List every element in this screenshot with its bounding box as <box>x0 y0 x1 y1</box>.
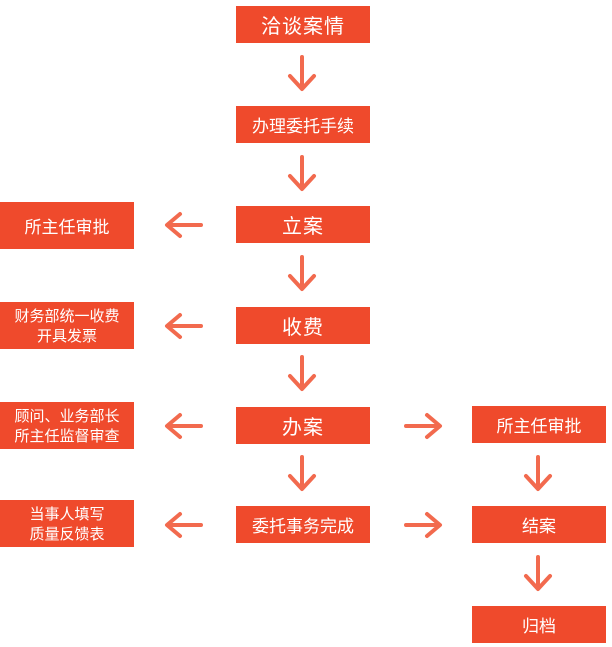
arrow-down-icon <box>523 555 553 593</box>
arrow-down-icon <box>287 355 317 393</box>
step-consult-case-label: 洽谈案情 <box>261 14 345 38</box>
left-director-approval-label: 所主任审批 <box>24 218 110 238</box>
arrow-down-icon <box>523 455 553 493</box>
arrow-down-icon <box>287 255 317 293</box>
right-archive-label: 归档 <box>522 617 556 637</box>
arrow-down-icon <box>287 55 317 93</box>
right-director-approval: 所主任审批 <box>472 406 606 443</box>
left-supervision: 顾问、业务部长 所主任监督审查 <box>0 402 134 449</box>
left-supervision-line2: 所主任监督审查 <box>14 426 120 445</box>
step-commission-complete-label: 委托事务完成 <box>252 517 354 537</box>
right-close-case-label: 结案 <box>522 517 556 537</box>
step-handle-case: 办案 <box>236 407 370 444</box>
left-feedback-line2: 质量反馈表 <box>29 524 105 543</box>
step-consult-case: 洽谈案情 <box>236 6 370 43</box>
step-handle-case-label: 办案 <box>282 415 324 439</box>
arrow-left-icon <box>164 412 204 440</box>
step-register-case-label: 立案 <box>282 214 324 238</box>
left-quality-feedback: 当事人填写 质量反馈表 <box>0 500 134 547</box>
arrow-down-icon <box>287 455 317 493</box>
step-register-case: 立案 <box>236 206 370 243</box>
step-commission-complete: 委托事务完成 <box>236 506 370 543</box>
left-finance-line2: 开具发票 <box>36 326 97 345</box>
left-feedback-line1: 当事人填写 <box>29 504 105 523</box>
left-supervision-line1: 顾问、业务部长 <box>14 406 120 425</box>
arrow-left-icon <box>164 312 204 340</box>
right-close-case: 结案 <box>472 506 606 543</box>
arrow-right-icon <box>403 511 443 539</box>
left-director-approval: 所主任审批 <box>0 202 134 249</box>
right-archive: 归档 <box>472 606 606 643</box>
arrow-down-icon <box>287 155 317 193</box>
step-charge-fee-label: 收费 <box>282 315 324 339</box>
left-finance-invoice: 财务部统一收费 开具发票 <box>0 302 134 349</box>
step-charge-fee: 收费 <box>236 307 370 344</box>
arrow-left-icon <box>164 511 204 539</box>
right-director-approval-label: 所主任审批 <box>496 417 582 437</box>
arrow-right-icon <box>403 412 443 440</box>
step-commission-procedure: 办理委托手续 <box>236 106 370 143</box>
arrow-left-icon <box>164 211 204 239</box>
step-commission-procedure-label: 办理委托手续 <box>252 117 354 137</box>
left-finance-line1: 财务部统一收费 <box>14 306 120 325</box>
